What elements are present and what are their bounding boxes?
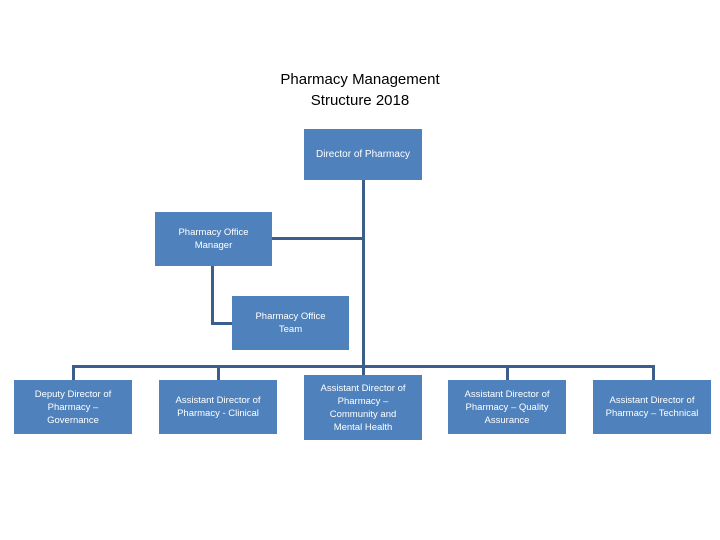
node-assistant-director-clinical[interactable]: Assistant Director of Pharmacy - Clinica… bbox=[159, 380, 277, 434]
connector-drop-assistant-quality bbox=[506, 365, 509, 381]
node-assistant-director-quality-assurance[interactable]: Assistant Director of Pharmacy – Quality… bbox=[448, 380, 566, 434]
connector-drop-assistant-technical bbox=[652, 365, 655, 381]
node-assistant-director-community-mental-health[interactable]: Assistant Director of Pharmacy – Communi… bbox=[304, 375, 422, 440]
connector-director-to-office-manager bbox=[271, 237, 363, 240]
connector-drop-assistant-clinical bbox=[217, 365, 220, 381]
connector-drop-deputy-governance bbox=[72, 365, 75, 381]
node-pharmacy-office-manager[interactable]: Pharmacy Office Manager bbox=[155, 212, 272, 266]
connector-drop-assistant-community bbox=[362, 365, 365, 376]
connector-office-manager-to-team bbox=[211, 322, 235, 325]
page-title: Pharmacy Management Structure 2018 bbox=[280, 71, 440, 109]
node-deputy-director-governance[interactable]: Deputy Director of Pharmacy – Governance bbox=[14, 380, 132, 434]
node-pharmacy-office-team[interactable]: Pharmacy Office Team bbox=[232, 296, 349, 350]
connector-office-manager-drop bbox=[211, 266, 214, 325]
connector-director-trunk bbox=[362, 180, 365, 366]
node-assistant-director-technical[interactable]: Assistant Director of Pharmacy – Technic… bbox=[593, 380, 711, 434]
node-director-of-pharmacy[interactable]: Director of Pharmacy bbox=[304, 129, 422, 180]
